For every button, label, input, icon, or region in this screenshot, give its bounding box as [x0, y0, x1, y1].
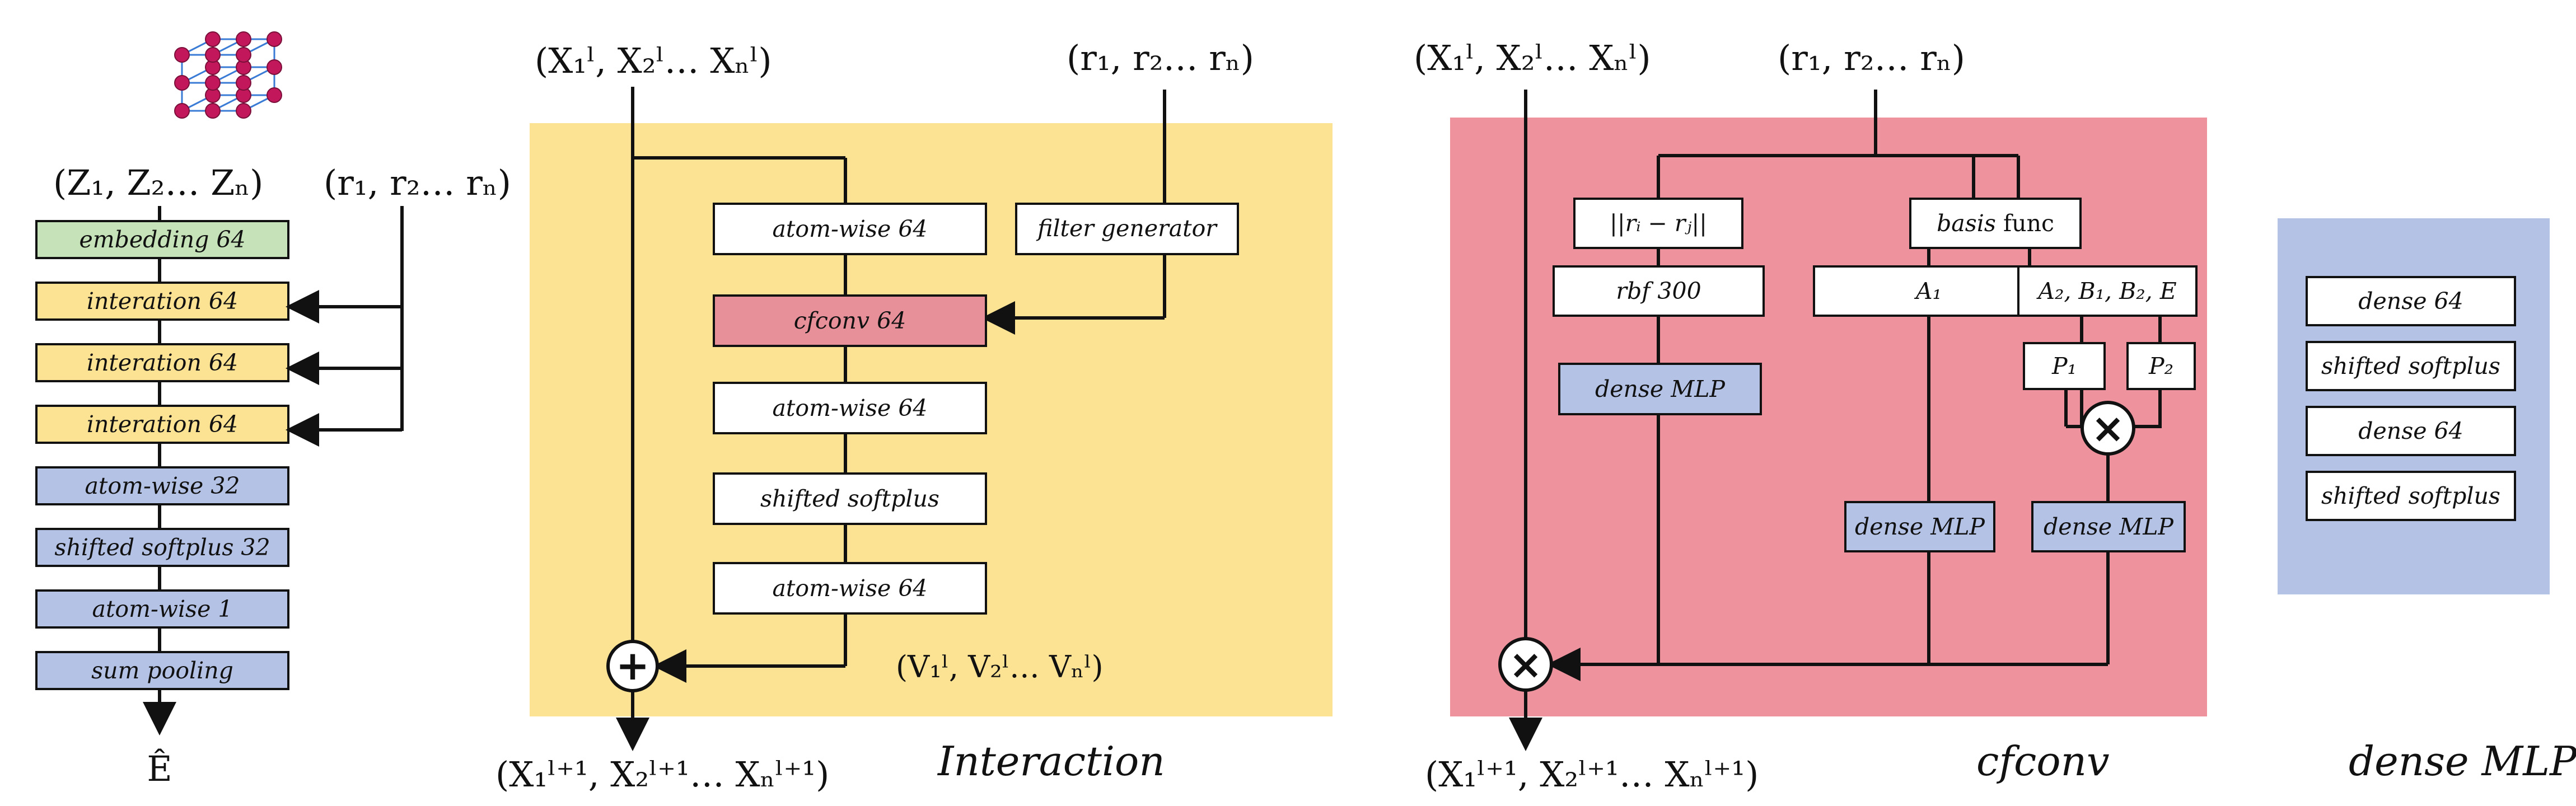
- left-block-stack: embedding 64 interation 64 interation 64 in…: [35, 220, 289, 690]
- cfconv-distance-label: ||rᵢ − rⱼ||: [1610, 210, 1707, 237]
- crystal-atom: [205, 31, 221, 47]
- left-sum-pooling-label: sum pooling: [91, 657, 233, 684]
- left-interaction-3-label: interation 64: [87, 411, 238, 438]
- cfconv-basis-italic: basis: [1937, 210, 1996, 237]
- multiply-symbol-main: ×: [1509, 641, 1542, 688]
- left-embedding-label: embedding 64: [79, 226, 245, 253]
- interaction-atom-wise-2-label: atom-wise 64: [772, 395, 927, 421]
- cfconv-basis-label: basis func: [1937, 210, 2054, 237]
- left-atom-wise-32-box: [35, 466, 289, 505]
- crystal-atom: [236, 31, 251, 47]
- left-input-r: (r₁, r₂… rₙ): [324, 162, 511, 203]
- dense-shifted-softplus-1-box: [2306, 341, 2516, 391]
- interaction-atom-wise-3-box: [713, 562, 987, 615]
- crystal-atom: [205, 75, 221, 91]
- multiply-node-main: [1498, 637, 1553, 692]
- left-output-energy: Ê: [147, 748, 172, 789]
- crystal-atom: [267, 31, 282, 47]
- crystal-atom: [174, 103, 190, 119]
- cfconv-dense-mlp-1-box: [1558, 363, 1762, 415]
- crystal-atom: [236, 47, 251, 63]
- interaction-cfconv-64-label: cfconv 64: [794, 307, 906, 334]
- dense-dense-64-1-box: [2306, 276, 2516, 326]
- interaction-caption: Interaction: [937, 738, 1165, 785]
- interaction-atom-wise-1-box: [713, 203, 987, 255]
- cfconv-dense-mlp-1-label: dense MLP: [1595, 376, 1726, 402]
- crystal-structure-icon: [174, 31, 282, 119]
- interaction-atom-wise-3-label: atom-wise 64: [772, 575, 927, 602]
- left-interaction-2-label: interation 64: [87, 349, 238, 376]
- crystal-atom: [205, 103, 221, 119]
- interaction-block-stack: atom-wise 64 cfconv 64 atom-wise 64 shifted…: [713, 203, 987, 615]
- filter-generator-label: filter generator: [1036, 215, 1218, 242]
- cfconv-abe-label: A₂, B₁, B₂, E: [2036, 278, 2176, 304]
- cfconv-boxes: ||rᵢ − rⱼ|| basis func rbf 300 A₁ A₂, B₁, B₂…: [1553, 198, 2198, 552]
- cfconv-dense-mlp-3-box: [2031, 501, 2186, 552]
- crystal-atom: [236, 103, 251, 119]
- left-shifted-softplus-32-box: [35, 528, 289, 567]
- interaction-atom-wise-2-box: [713, 382, 987, 434]
- cfconv-p1-box: [2023, 342, 2106, 390]
- dense-shifted-softplus-2-box: [2306, 471, 2516, 521]
- left-atom-wise-1-box: [35, 589, 289, 629]
- cfconv-p2-down: [2133, 389, 2162, 428]
- crystal-atom: [174, 47, 190, 63]
- cfconv-rbf-label: rbf 300: [1616, 278, 1701, 304]
- cfconv-dense-mlp-3-label: dense MLP: [2044, 513, 2174, 540]
- cfconv-dense-mlp-2-box: [1844, 501, 1995, 552]
- left-atom-wise-32-label: atom-wise 32: [85, 472, 240, 499]
- left-interaction-2-box: [35, 343, 289, 382]
- crystal-atom: [174, 75, 190, 91]
- interaction-cfconv-64-box: [713, 294, 987, 347]
- interaction-input-x: (X₁ˡ, X₂ˡ… Xₙˡ): [535, 40, 772, 81]
- cfconv-p1-label: P₁: [2051, 353, 2077, 379]
- cfconv-distance-box: [1573, 198, 1743, 249]
- dense-shifted-softplus-2-label: shifted softplus: [2321, 482, 2500, 509]
- cfconv-caption: cfconv: [1976, 738, 2110, 785]
- cfconv-input-x: (X₁ˡ, X₂ˡ… Xₙˡ): [1414, 38, 1651, 78]
- dense-dense-64-2-label: dense 64: [2358, 418, 2463, 444]
- plus-symbol: +: [616, 642, 649, 689]
- interaction-v-label: (V₁ˡ, V₂ˡ… Vₙˡ): [896, 649, 1104, 685]
- interaction-shifted-softplus-label: shifted softplus: [760, 485, 939, 512]
- multiply-symbol-p: ×: [2091, 405, 2125, 452]
- interaction-input-r: (r₁, r₂… rₙ): [1067, 38, 1254, 78]
- left-interaction-1-label: interation 64: [87, 288, 238, 315]
- cfconv-a1-box: [1813, 265, 2045, 317]
- left-shifted-softplus-32-label: shifted softplus 32: [54, 534, 270, 561]
- left-input-z: (Z₁, Z₂… Zₙ): [53, 162, 263, 203]
- cfconv-input-r: (r₁, r₂… rₙ): [1778, 38, 1965, 78]
- interaction-output-label: (X₁ˡ⁺¹, X₂ˡ⁺¹… Xₙˡ⁺¹): [495, 754, 829, 795]
- crystal-atom: [236, 75, 251, 91]
- cfconv-p2-box: [2126, 342, 2196, 390]
- interaction-atom-wise-1-label: atom-wise 64: [772, 215, 927, 242]
- left-sum-pooling-box: [35, 651, 289, 690]
- dense-caption: dense MLP: [2349, 738, 2576, 785]
- cfconv-dense-mlp-2-label: dense MLP: [1855, 513, 1985, 540]
- crystal-atom: [267, 87, 282, 103]
- cfconv-basis-box: [1909, 198, 2082, 249]
- left-interaction-3-box: [35, 405, 289, 444]
- left-interaction-1-box: [35, 282, 289, 321]
- left-embedding-box: [35, 220, 289, 259]
- cfconv-p2-label: P₂: [2148, 353, 2173, 379]
- interaction-shifted-softplus-box: [713, 472, 987, 525]
- filter-generator-box: [1015, 203, 1239, 255]
- multiply-node-p: [2081, 401, 2135, 456]
- plus-node: [606, 640, 659, 692]
- cfconv-basis-rest: func: [1996, 210, 2054, 237]
- dense-dense-64-2-box: [2306, 406, 2516, 456]
- dense-shifted-softplus-1-label: shifted softplus: [2321, 353, 2500, 379]
- crystal-atom: [205, 47, 221, 63]
- dense-block-stack: dense 64 shifted softplus dense 64 shifted …: [2306, 276, 2516, 521]
- dense-dense-64-1-label: dense 64: [2358, 288, 2463, 315]
- crystal-atom: [267, 59, 282, 75]
- cfconv-a1-label: A₁: [1914, 278, 1942, 304]
- left-atom-wise-1-label: atom-wise 1: [92, 596, 233, 622]
- cfconv-abe-box: [2017, 265, 2198, 317]
- cfconv-rbf-box: [1553, 265, 1765, 317]
- cfconv-output-label: (X₁ˡ⁺¹, X₂ˡ⁺¹… Xₙˡ⁺¹): [1425, 754, 1759, 795]
